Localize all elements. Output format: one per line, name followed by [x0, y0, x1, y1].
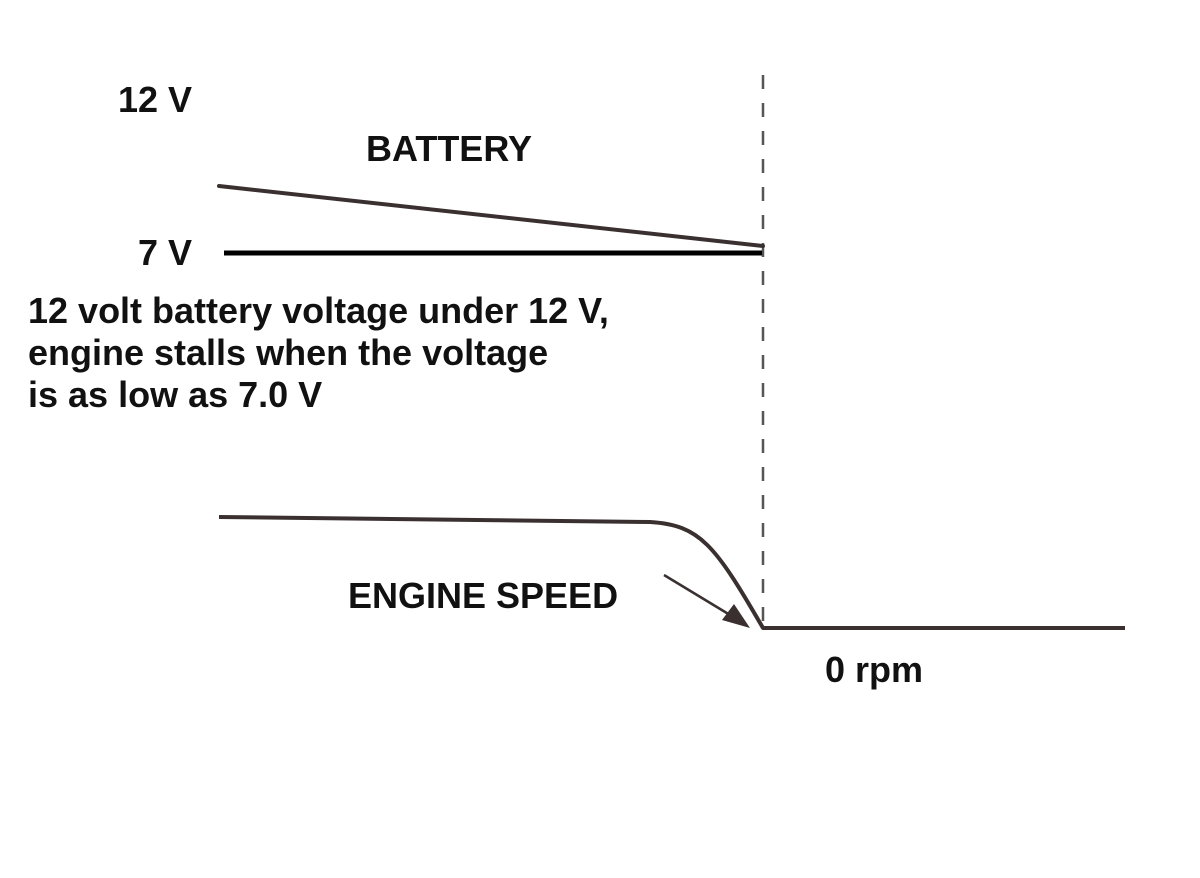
battery-voltage-curve: [217, 184, 765, 248]
voltage-7v-label: 7 V: [138, 232, 193, 273]
stall-note-line: 12 volt battery voltage under 12 V,: [28, 290, 609, 331]
zero-rpm-label: 0 rpm: [825, 649, 924, 690]
engine-speed-curve: [218, 515, 1125, 630]
voltage-12v-label: 12 V: [118, 79, 193, 120]
stall-note-line: engine stalls when the voltage: [28, 332, 549, 373]
stall-note-line: is as low as 7.0 V: [28, 374, 323, 415]
engine-speed-arrow: [663, 573, 750, 628]
engine-speed-label: ENGINE SPEED: [348, 575, 619, 616]
stall-note: 12 volt battery voltage under 12 V, engi…: [28, 290, 609, 416]
battery-label: BATTERY: [366, 128, 532, 169]
